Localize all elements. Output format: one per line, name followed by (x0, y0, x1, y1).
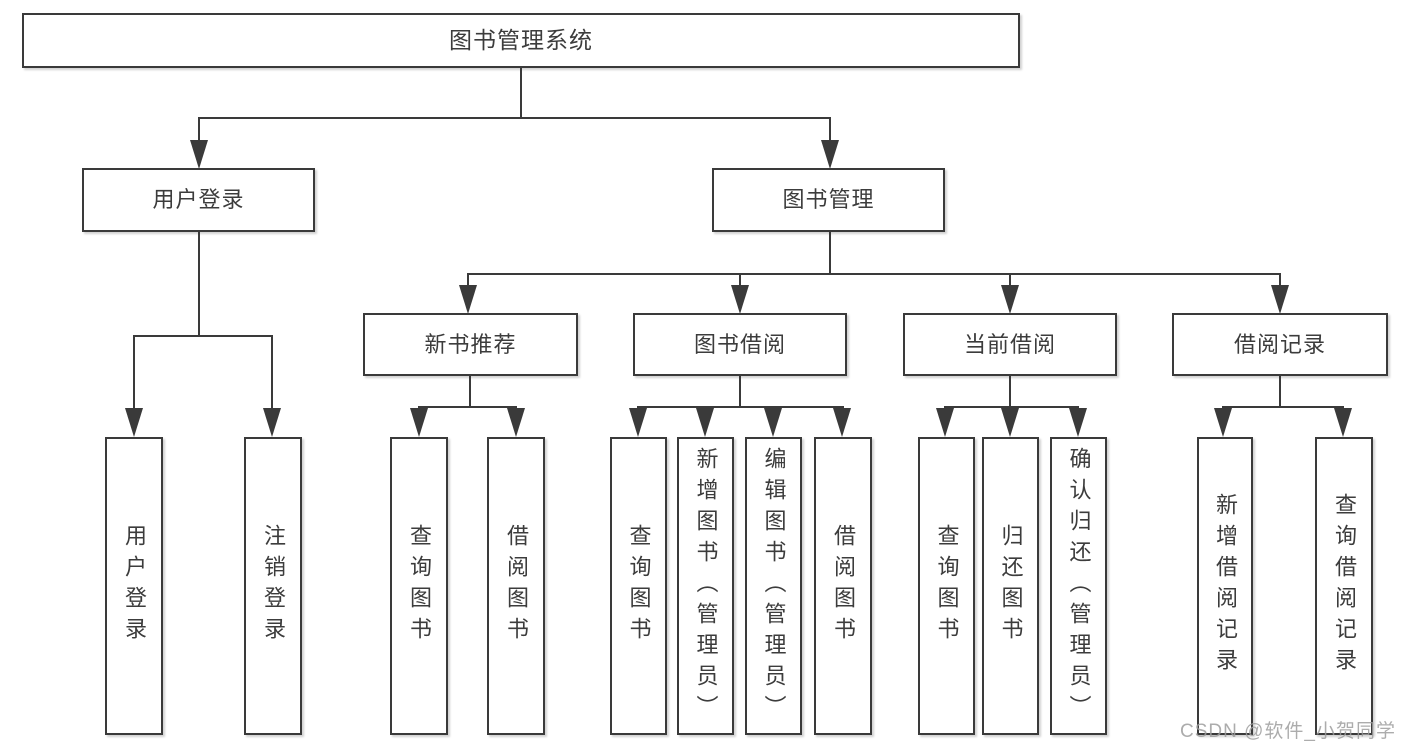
edge-stem-user-login (198, 117, 200, 143)
edge-borrow-records-drop (1279, 376, 1281, 407)
node-root-label: 图书管理系统 (449, 27, 593, 53)
edge-stem-book-borrow (739, 273, 741, 289)
edge-current-borrow-rail (944, 406, 1079, 408)
leaf-query-books-2-label: 查询图书 (626, 524, 652, 648)
leaf-query-borrow-record: 查询借阅记录 (1315, 437, 1373, 735)
leaf-borrow-books-1-label: 借阅图书 (504, 524, 529, 648)
edge-stem-leaf-logout (271, 335, 273, 411)
leaf-borrow-books-1: 借阅图书 (487, 437, 545, 735)
edge-stem-current-borrow (1009, 273, 1011, 289)
node-new-book-recommend-label: 新书推荐 (424, 331, 517, 357)
edge-stem-book-management (829, 117, 831, 143)
arrowhead-query-books-2 (629, 408, 647, 437)
edge-book-management-drop (829, 232, 831, 275)
leaf-query-books-3-label: 查询图书 (934, 524, 960, 648)
leaf-confirm-return-admin-label: 确认归还（管理员） (1066, 446, 1092, 726)
node-current-borrow: 当前借阅 (903, 313, 1117, 376)
leaf-confirm-return-admin: 确认归还（管理员） (1050, 437, 1107, 735)
leaf-borrow-books-2-label: 借阅图书 (831, 524, 856, 648)
node-book-borrow: 图书借阅 (633, 313, 847, 376)
node-book-borrow-label: 图书借阅 (693, 331, 786, 357)
node-borrow-records: 借阅记录 (1172, 313, 1388, 376)
node-root: 图书管理系统 (22, 13, 1020, 68)
leaf-add-books-admin-label: 新增图书（管理员） (693, 446, 719, 726)
watermark: CSDN @软件_小贺同学 (1180, 721, 1396, 742)
arrowhead-add-borrow-record (1214, 408, 1232, 437)
arrowhead-new-book-recommend (459, 285, 477, 314)
edge-current-borrow-drop (1009, 376, 1011, 408)
arrowhead-user-login (190, 140, 208, 169)
leaf-query-books-1-label: 查询图书 (407, 524, 432, 648)
arrowhead-query-books-1 (410, 408, 428, 437)
leaf-add-borrow-record: 新增借阅记录 (1197, 437, 1253, 735)
leaf-logout-label: 注销登录 (261, 524, 286, 648)
leaf-return-books-label: 归还图书 (998, 524, 1024, 648)
node-book-management: 图书管理 (712, 168, 945, 232)
edge-new-book-recommend-rail (418, 406, 517, 408)
leaf-add-borrow-record-label: 新增借阅记录 (1213, 493, 1238, 679)
arrowhead-borrow-books-1 (507, 408, 525, 437)
edge-book-management-rail (467, 273, 1281, 275)
node-user-login-label: 用户登录 (152, 187, 245, 212)
arrowhead-book-borrow (731, 285, 749, 314)
edge-new-book-recommend-drop (469, 376, 471, 408)
edge-root-drop (520, 68, 522, 119)
node-new-book-recommend: 新书推荐 (363, 313, 578, 376)
edge-stem-leaf-user-login (133, 335, 135, 411)
edge-borrow-records-rail (1222, 406, 1344, 408)
arrowhead-current-borrow (1001, 285, 1019, 314)
leaf-query-books-3: 查询图书 (918, 437, 975, 735)
leaf-add-books-admin: 新增图书（管理员） (677, 437, 734, 735)
arrowhead-borrow-books-2 (833, 408, 851, 437)
edge-user-login-drop (198, 232, 200, 337)
node-borrow-records-label: 借阅记录 (1233, 331, 1326, 357)
leaf-user-login: 用户登录 (105, 437, 163, 735)
leaf-user-login-label: 用户登录 (122, 524, 147, 648)
arrowhead-query-borrow-record (1334, 408, 1352, 437)
arrowhead-book-management (821, 140, 839, 169)
arrowhead-leaf-user-login (125, 408, 143, 437)
arrowhead-query-books-3 (936, 408, 954, 437)
leaf-borrow-books-2: 借阅图书 (814, 437, 872, 735)
edge-book-borrow-drop (739, 376, 741, 408)
leaf-logout: 注销登录 (244, 437, 302, 735)
edge-stem-new-book-recommend (467, 273, 469, 289)
node-book-management-label: 图书管理 (782, 187, 875, 212)
edge-stem-borrow-records (1279, 273, 1281, 289)
arrowhead-confirm-return-admin (1069, 408, 1087, 437)
leaf-query-borrow-record-label: 查询借阅记录 (1332, 493, 1357, 679)
leaf-return-books: 归还图书 (982, 437, 1039, 735)
node-user-login: 用户登录 (82, 168, 315, 232)
leaf-query-books-2: 查询图书 (610, 437, 667, 735)
leaf-edit-books-admin: 编辑图书（管理员） (745, 437, 802, 735)
arrowhead-edit-books-admin (764, 408, 782, 437)
arrowhead-leaf-logout (263, 408, 281, 437)
edge-user-login-rail (133, 335, 273, 337)
leaf-query-books-1: 查询图书 (390, 437, 448, 735)
node-current-borrow-label: 当前借阅 (963, 331, 1056, 357)
arrowhead-add-books-admin (696, 408, 714, 437)
arrowhead-borrow-records (1271, 285, 1289, 314)
leaf-edit-books-admin-label: 编辑图书（管理员） (761, 446, 787, 726)
edge-book-borrow-rail (637, 406, 844, 408)
edge-root-rail (198, 117, 831, 119)
arrowhead-return-books (1001, 408, 1019, 437)
